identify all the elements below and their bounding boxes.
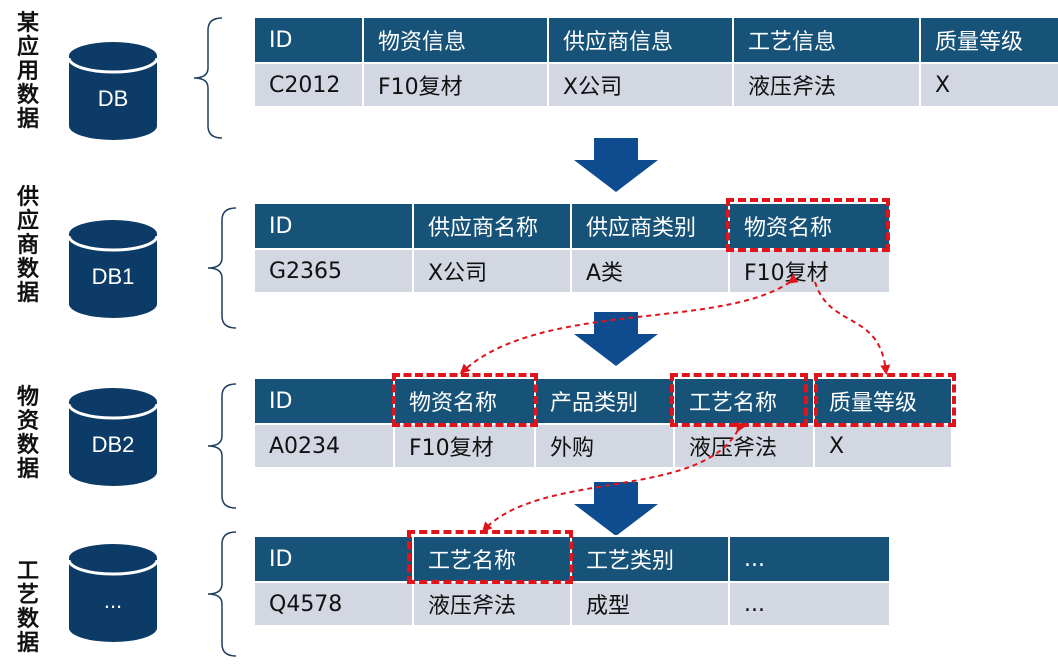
database-icon-db2: DB2 [69,388,157,486]
data-cell: 液压斧法 [732,62,921,108]
database-label: DB [97,86,129,111]
group-label-process: 工艺数据 [16,559,39,656]
highlight-box-quality-grade [814,373,956,427]
group-label-supplier: 供应商数据 [16,185,39,306]
header-cell: 工艺名称 [673,377,815,425]
header-cell: 供应商类别 [570,202,730,250]
header-cell: 工艺名称 [412,535,572,583]
header-cell: ID [253,535,414,583]
header-cell: 供应商信息 [547,16,734,64]
header-cell: 工艺信息 [732,16,921,64]
header-cell: 供应商名称 [412,202,572,250]
database-label: ... [103,588,123,613]
database-label: DB1 [91,264,135,289]
link-supplier-to-quality-grade [814,281,891,375]
brace-group-process [207,531,237,657]
highlight-box-supplier-material [726,198,890,252]
header-cell: 物资名称 [728,202,891,250]
data-cell: 成型 [570,581,730,627]
group-label-app: 某应用数据 [16,11,39,132]
data-cell: X [919,62,1058,108]
database-icon-db1: DB1 [69,220,157,318]
table-app-data: ID 物资信息 供应商信息 工艺信息 质量等级 C2012 F10复材 X公司 … [253,16,1058,108]
brace-group-material [207,383,237,509]
link-supplier-to-material-name [459,273,799,375]
data-cell: G2365 [253,248,414,294]
table-process-data: ID 工艺名称 工艺类别 ... Q4578 液压斧法 成型 ... [253,535,891,627]
database-icon-other: ... [69,544,157,642]
data-cell: X [813,423,953,469]
data-cell: X公司 [547,62,734,108]
header-cell: ID [253,202,414,250]
header-cell: 工艺类别 [570,535,730,583]
database-icon-db: DB [69,42,157,140]
header-cell: ID [253,377,395,425]
data-cell: ... [728,581,891,627]
down-arrow-icon [574,138,658,192]
data-cell: C2012 [253,62,364,108]
header-cell: 质量等级 [919,16,1058,64]
group-label-material: 物资数据 [16,385,39,482]
header-cell: ID [253,16,364,64]
link-process-to-process-table [481,421,746,533]
brace-group-app [193,17,223,139]
data-cell: Q4578 [253,581,414,627]
highlight-box-material-name [392,373,538,427]
table-supplier-data: ID 供应商名称 供应商类别 物资名称 G2365 X公司 A类 F10复材 [253,202,891,294]
header-cell: ... [728,535,891,583]
brace-group-supplier [207,207,237,329]
header-cell: 物资信息 [362,16,549,64]
data-cell: A0234 [253,423,395,469]
database-label: DB2 [91,432,135,457]
data-cell: F10复材 [362,62,549,108]
